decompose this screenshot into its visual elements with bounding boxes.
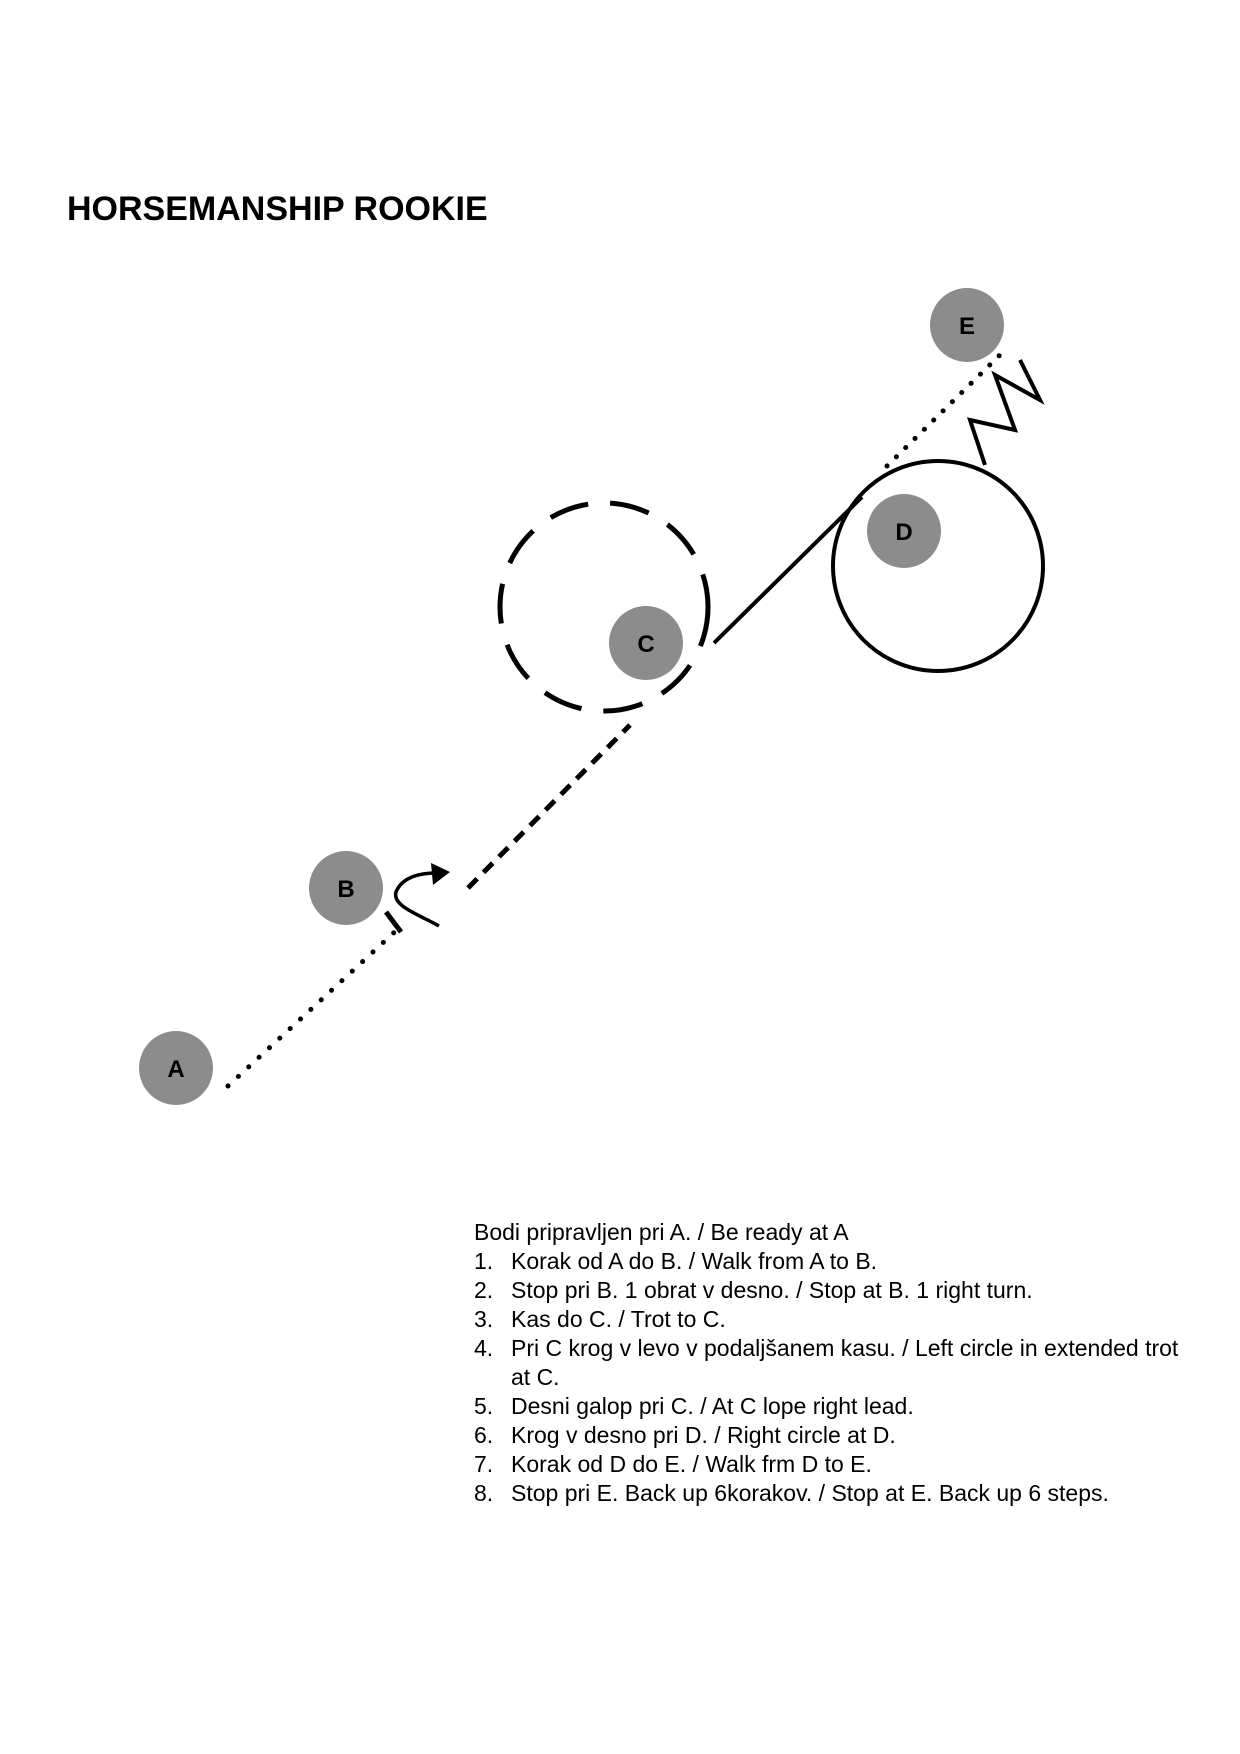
step-text: Stop pri B. 1 obrat v desno. / Stop at B… [511,1277,1033,1303]
step-item: 1. Korak od A do B. / Walk from A to B. [474,1247,1194,1276]
backup-zigzag-e [966,359,1045,466]
marker-d-label: D [895,519,912,546]
marker-b: B [309,851,383,925]
walk-path-a-to-b [225,924,403,1089]
stop-mark-b [384,910,403,934]
marker-c-label: C [637,631,654,658]
marker-e: E [930,288,1004,362]
marker-b-circle [309,851,383,925]
step-number: 5. [474,1393,494,1419]
marker-e-circle [930,288,1004,362]
marker-e-label: E [959,313,975,340]
step-item: 4. Pri C krog v levo v podaljšanem kasu.… [474,1334,1194,1392]
extended-trot-circle-c [497,500,711,714]
right-circle-d [831,459,1045,673]
marker-a-label: A [167,1056,184,1083]
step-text: Krog v desno pri D. / Right circle at D. [511,1422,896,1448]
page-title: HORSEMANSHIP ROOKIE [67,190,488,228]
step-number: 8. [474,1480,494,1506]
walk-path-d-to-e [884,346,1009,469]
step-item: 8. Stop pri E. Back up 6korakov. / Stop … [474,1479,1194,1508]
marker-d-circle [867,494,941,568]
step-text: Pri C krog v levo v podaljšanem kasu. / … [511,1335,1179,1390]
marker-b-label: B [337,876,354,903]
step-text: Kas do C. / Trot to C. [511,1306,726,1332]
lope-path-c-to-d [712,495,864,645]
step-text: Stop pri E. Back up 6korakov. / Stop at … [511,1480,1109,1506]
marker-d: D [867,494,941,568]
instructions-intro: Bodi pripravljen pri A. / Be ready at A [474,1219,849,1245]
step-item: 7. Korak od D do E. / Walk frm D to E. [474,1450,1194,1479]
marker-c: C [609,606,683,680]
step-number: 1. [474,1248,494,1274]
step-item: 2. Stop pri B. 1 obrat v desno. / Stop a… [474,1276,1194,1305]
step-item: 5. Desni galop pri C. / At C lope right … [474,1392,1194,1421]
turn-arc-b [393,871,440,928]
step-item: 3. Kas do C. / Trot to C. [474,1305,1194,1334]
step-text: Desni galop pri C. / At C lope right lea… [511,1393,914,1419]
step-item: 6. Krog v desno pri D. / Right circle at… [474,1421,1194,1450]
step-number: 2. [474,1277,494,1303]
step-number: 7. [474,1451,494,1477]
marker-a: A [139,1031,213,1105]
instructions: Bodi pripravljen pri A. / Be ready at A … [474,1218,1194,1508]
step-number: 6. [474,1422,494,1448]
turn-arrowhead-b [431,863,450,885]
marker-c-circle [609,606,683,680]
step-text: Korak od D do E. / Walk frm D to E. [511,1451,872,1477]
step-text: Korak od A do B. / Walk from A to B. [511,1248,878,1274]
step-number: 3. [474,1306,494,1332]
step-number: 4. [474,1335,494,1361]
trot-path-b-to-c [466,723,632,890]
steps-list: 1. Korak od A do B. / Walk from A to B. … [474,1247,1194,1508]
marker-a-circle [139,1031,213,1105]
